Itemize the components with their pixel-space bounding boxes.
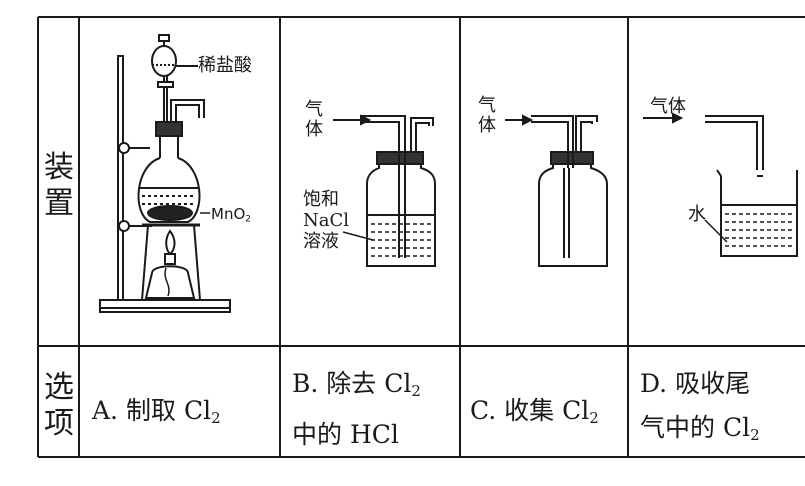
row-header-apparatus: 装 置	[44, 150, 74, 221]
option-c: C. 收集 Cl2	[470, 396, 599, 427]
label-water: 水	[688, 204, 706, 225]
label-gas-d: 气体	[650, 96, 686, 117]
label-mno2: MnO2	[211, 205, 251, 225]
apparatus-b-wash-bottle	[333, 114, 436, 267]
label-gas-c: 气 体	[478, 95, 496, 136]
apparatus-a-generator	[99, 34, 231, 313]
label-gas-b: 气 体	[305, 99, 323, 140]
label-saturated-nacl: 饱和 NaCl 溶液	[303, 189, 350, 252]
row-header-options: 选 项	[44, 370, 74, 441]
apparatus-d-beaker	[643, 112, 798, 257]
option-b: B. 除去 Cl2 中的 HCl	[292, 369, 421, 449]
option-d: D. 吸收尾 气中的 Cl2	[640, 369, 760, 444]
option-a: A. 制取 Cl2	[92, 396, 221, 427]
label-dilute-hcl: 稀盐酸	[198, 55, 252, 76]
apparatus-c-collection-bottle	[505, 114, 608, 267]
